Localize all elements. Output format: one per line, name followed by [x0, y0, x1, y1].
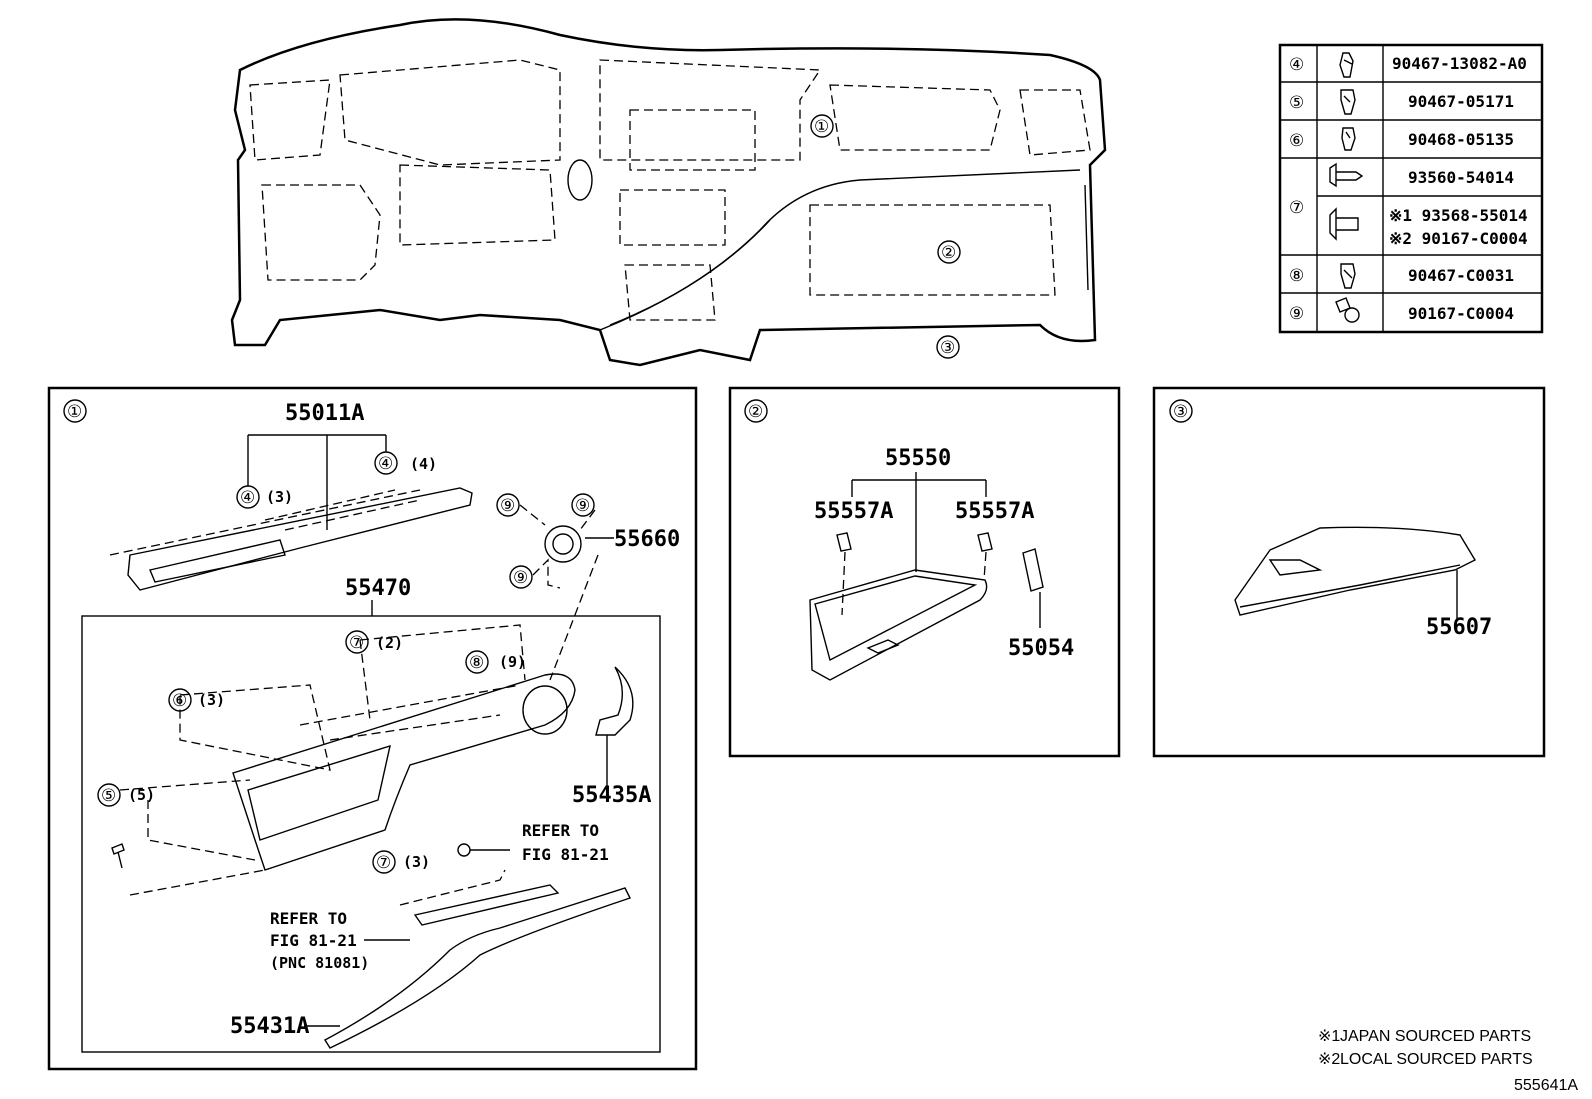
callout-9: ⑨ — [513, 568, 528, 588]
clip-icon — [1340, 263, 1356, 289]
qty-4a: (3) — [266, 488, 293, 506]
part-label-55557A: 55557A — [814, 499, 893, 524]
clip-icon — [1340, 89, 1356, 115]
part-label-55557A: 55557A — [955, 499, 1034, 524]
table-ref-7: ⑦ — [1289, 198, 1304, 218]
callout-5: ⑤ — [101, 786, 116, 806]
screw-icon — [1335, 297, 1360, 323]
screw-icon — [1329, 207, 1359, 241]
qty-7a: (2) — [376, 634, 403, 652]
callout-4: ④ — [378, 454, 393, 474]
part-number: 90167-C0004 — [1408, 304, 1514, 323]
screw-icon — [1329, 162, 1364, 188]
clip-icon — [1341, 127, 1356, 151]
callout-9: ⑨ — [575, 496, 590, 516]
note-mark: ※2 — [1318, 1051, 1340, 1068]
callout-2: ② — [941, 243, 956, 263]
figure-id: 555641A — [1514, 1077, 1578, 1094]
part-number: ※1 93568-55014 — [1389, 206, 1528, 225]
detail-panel-3: ③ 55607 — [1152, 386, 1546, 758]
part-number: 90468-05135 — [1408, 130, 1514, 149]
refer-note: FIG 81-21 — [270, 931, 357, 950]
panel-2-id: ② — [748, 402, 763, 422]
table-ref-8: ⑧ — [1289, 266, 1304, 286]
clip-icon — [1339, 52, 1354, 78]
part-label-55470: 55470 — [345, 576, 411, 601]
qty-4b: (4) — [410, 455, 437, 473]
callout-9: ⑨ — [500, 496, 515, 516]
part-label-55431A: 55431A — [230, 1014, 309, 1039]
note-text: JAPAN SOURCED PARTS — [1340, 1028, 1531, 1045]
parts-table: ④ ⑤ ⑥ ⑦ ⑧ ⑨ 90467-13082-A0 90467-05171 9… — [1278, 43, 1544, 334]
table-ref-9: ⑨ — [1289, 304, 1304, 324]
note-text: LOCAL SOURCED PARTS — [1340, 1051, 1533, 1068]
qty-7b: (3) — [403, 853, 430, 871]
qty-6: (3) — [198, 691, 225, 709]
part-label-55660: 55660 — [614, 527, 680, 552]
note-mark: ※1 — [1318, 1028, 1340, 1045]
refer-note: REFER TO — [522, 821, 599, 840]
sourcing-notes: ※1 JAPAN SOURCED PARTS ※2 LOCAL SOURCED … — [1318, 1028, 1578, 1094]
panel-1-id: ① — [67, 402, 82, 422]
refer-note: (PNC 81081) — [270, 954, 369, 972]
part-label-55607: 55607 — [1426, 615, 1492, 640]
callout-1: ① — [814, 117, 829, 137]
part-number: 93560-54014 — [1408, 168, 1514, 187]
detail-panel-1: ① 55011A ④ (3) ④ (4) 55660 ⑨ ⑨ ⑨ 55470 — [47, 386, 698, 1071]
table-ref-6: ⑥ — [1289, 131, 1304, 151]
callout-7: ⑦ — [349, 633, 364, 653]
qty-8: (9) — [499, 653, 526, 671]
callout-6: ⑥ — [172, 691, 187, 711]
overview-callouts: ① ② ③ — [810, 114, 961, 359]
table-ref-4: ④ — [1289, 55, 1304, 75]
part-number: 90467-05171 — [1408, 92, 1514, 111]
detail-panel-2: ② 55550 55557A 55557A 55054 — [728, 386, 1121, 758]
part-label-55054: 55054 — [1008, 636, 1074, 661]
callout-8: ⑧ — [469, 653, 484, 673]
callout-4: ④ — [240, 488, 255, 508]
part-number: 90467-13082-A0 — [1392, 54, 1527, 73]
table-ref-5: ⑤ — [1289, 93, 1304, 113]
callout-7: ⑦ — [376, 853, 391, 873]
part-label-55011A: 55011A — [285, 401, 364, 426]
qty-5: (5) — [128, 786, 155, 804]
instrument-panel-overview — [230, 18, 1107, 367]
part-label-55435A: 55435A — [572, 783, 651, 808]
callout-3: ③ — [940, 338, 955, 358]
part-label-55550: 55550 — [885, 446, 951, 471]
panel-3-id: ③ — [1173, 402, 1188, 422]
part-number: ※2 90167-C0004 — [1389, 229, 1528, 248]
refer-note: FIG 81-21 — [522, 845, 609, 864]
part-number: 90467-C0031 — [1408, 266, 1514, 285]
refer-note: REFER TO — [270, 909, 347, 928]
